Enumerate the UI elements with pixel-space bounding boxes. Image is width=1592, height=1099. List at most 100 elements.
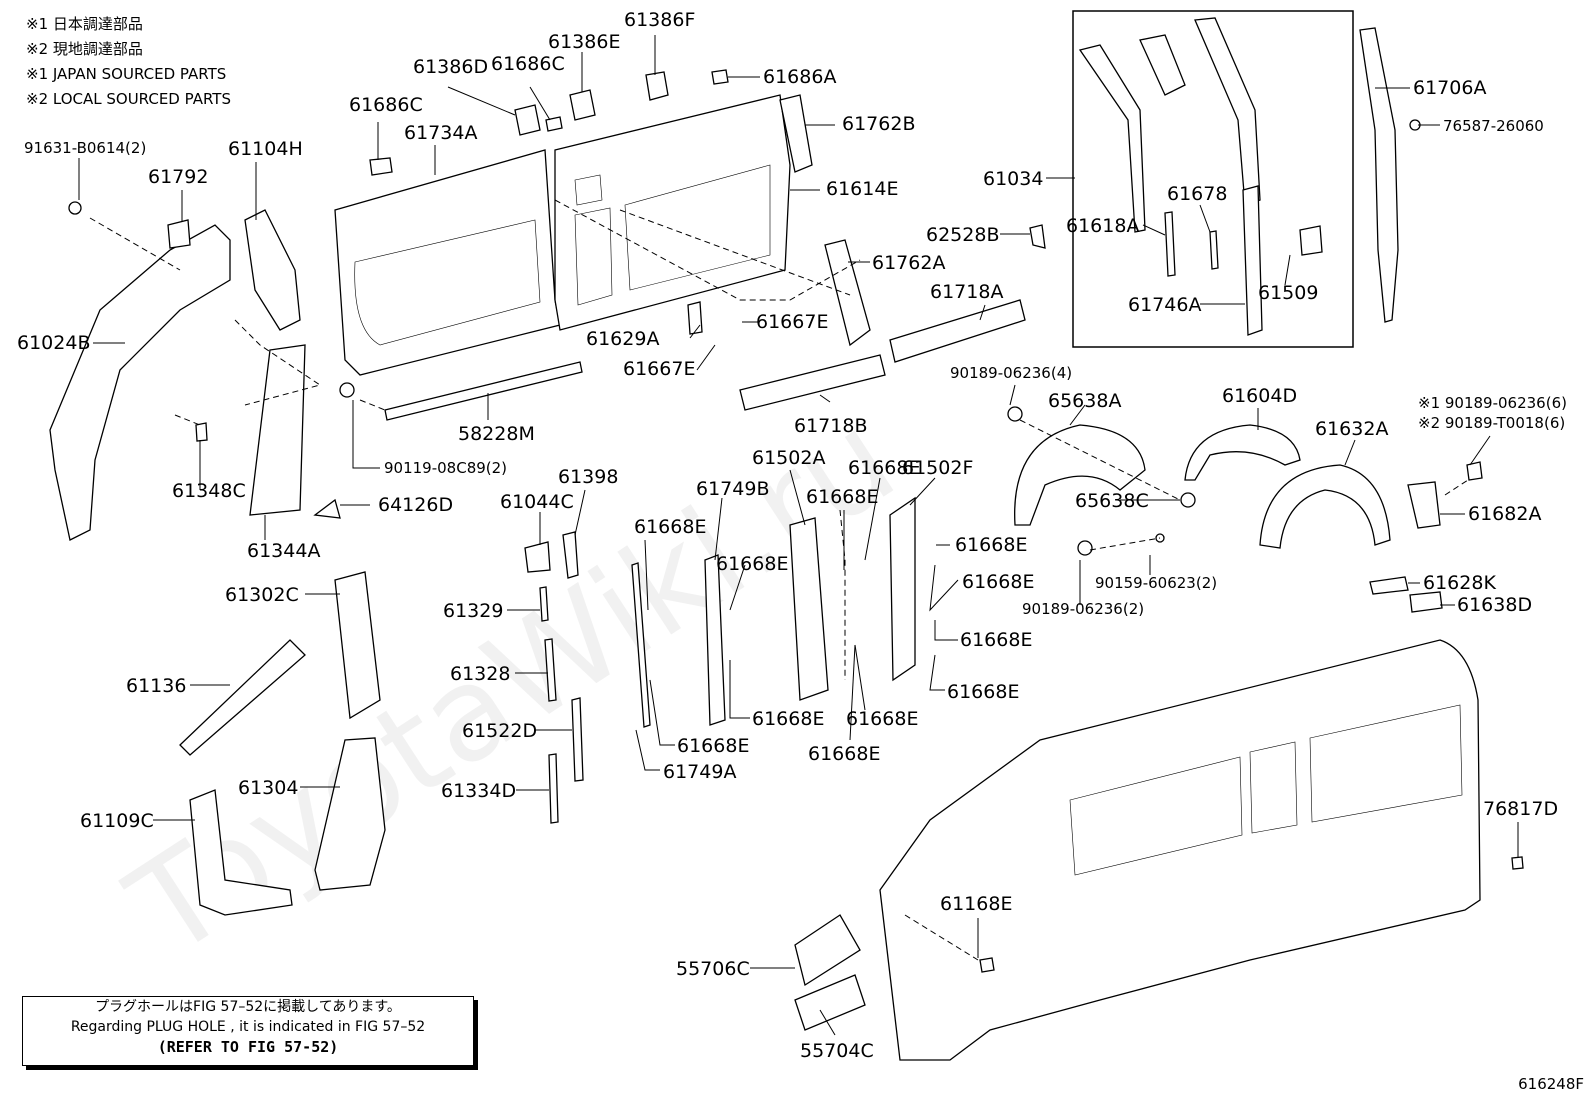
bracket-62528B[interactable] [1029, 224, 1046, 249]
liner-61604D[interactable] [1184, 424, 1301, 481]
label-61348C[interactable]: 61348C [172, 480, 246, 502]
rail-61136[interactable] [179, 639, 306, 756]
label-61668E-f[interactable]: 61668E [962, 571, 1034, 593]
clip-65638C[interactable] [1180, 492, 1196, 508]
strip-61618A[interactable] [1164, 211, 1176, 277]
bracket-61686C[interactable] [369, 157, 393, 176]
label-65638A[interactable]: 65638A [1048, 390, 1121, 412]
label-61668E-b[interactable]: 61668E [806, 486, 878, 508]
clip-90189-4[interactable] [1007, 406, 1023, 422]
label-61386F[interactable]: 61386F [624, 9, 695, 31]
label-61668E-a[interactable]: 61668E [848, 457, 920, 479]
bracket-61678[interactable] [1209, 230, 1219, 270]
label-90189-T0018-6[interactable]: ※2 90189-T0018(6) [1418, 414, 1565, 432]
label-61034[interactable]: 61034 [983, 168, 1043, 190]
bracket-61386F[interactable] [645, 71, 669, 101]
label-61398[interactable]: 61398 [558, 466, 618, 488]
label-61024B[interactable]: 61024B [17, 332, 90, 354]
label-61678[interactable]: 61678 [1167, 183, 1227, 205]
label-61762B[interactable]: 61762B [842, 113, 915, 135]
crossmember-61718A[interactable] [889, 299, 1026, 363]
label-61667E-1[interactable]: 61667E [756, 311, 828, 333]
pillar-61502F[interactable] [889, 496, 916, 682]
panel-61034-b[interactable] [1139, 34, 1186, 96]
bracket-61398[interactable] [562, 531, 579, 579]
label-61734A[interactable]: 61734A [404, 122, 477, 144]
bracket-61044C[interactable] [524, 541, 551, 573]
label-61686A[interactable]: 61686A [763, 66, 836, 88]
pillar-61502A[interactable] [789, 517, 829, 701]
panel-61034-c[interactable] [1194, 17, 1261, 206]
pillar-61104H[interactable] [244, 209, 301, 331]
bracket-61348C[interactable] [195, 422, 208, 442]
label-91631-B0614[interactable]: 91631-B0614(2) [24, 139, 146, 157]
label-58228M[interactable]: 58228M [458, 423, 535, 445]
label-64126D[interactable]: 64126D [378, 494, 453, 516]
crossmember-61718B[interactable] [739, 354, 886, 411]
label-90189-06236-6[interactable]: ※1 90189-06236(6) [1418, 394, 1567, 412]
label-61686C[interactable]: 61686C [349, 94, 423, 116]
label-61749B[interactable]: 61749B [696, 478, 769, 500]
pillar-61749A[interactable] [631, 562, 651, 728]
label-90189-06236-4[interactable]: 90189-06236(4) [950, 364, 1072, 382]
label-61668E-d[interactable]: 61668E [955, 534, 1027, 556]
reference-link[interactable]: (REFER TO FIG 57-52) [157, 1038, 339, 1056]
pillar-61109C[interactable] [189, 789, 293, 916]
pillar-61706A[interactable] [1359, 27, 1399, 323]
label-61618A[interactable]: 61618A [1066, 215, 1139, 237]
bolt-90119[interactable] [339, 382, 355, 398]
label-62528B[interactable]: 62528B [926, 224, 999, 246]
label-61686C-top[interactable]: 61686C [491, 53, 565, 75]
label-61329[interactable]: 61329 [443, 600, 503, 622]
pillar-61304[interactable] [314, 737, 386, 891]
label-61168E[interactable]: 61168E [940, 893, 1012, 915]
side-panel-61734A[interactable] [334, 149, 561, 376]
label-61668E-l[interactable]: 61668E [808, 743, 880, 765]
wheelhouse-65638A[interactable] [1014, 424, 1146, 526]
label-61328[interactable]: 61328 [450, 663, 510, 685]
label-61668E-g[interactable]: 61668E [960, 629, 1032, 651]
label-61522D[interactable]: 61522D [462, 720, 537, 742]
label-61668E-h[interactable]: 61668E [947, 681, 1019, 703]
bracket-61686A[interactable] [711, 69, 729, 85]
label-61629A[interactable]: 61629A [586, 328, 659, 350]
clip-90189-6[interactable] [1466, 461, 1483, 481]
strip-61334D[interactable] [548, 753, 559, 824]
pillar-61746A[interactable] [1242, 185, 1263, 336]
label-61502A[interactable]: 61502A [752, 447, 825, 469]
label-90119-08C89[interactable]: 90119-08C89(2) [384, 459, 507, 477]
label-61718B[interactable]: 61718B [794, 415, 867, 437]
label-61792[interactable]: 61792 [148, 166, 208, 188]
label-76587-26060[interactable]: 76587-26060 [1443, 117, 1544, 135]
strip-61522D[interactable] [571, 697, 584, 782]
label-61682A[interactable]: 61682A [1468, 503, 1541, 525]
panel-61034-a[interactable] [1078, 44, 1146, 233]
quarter-panel-61614E[interactable] [554, 94, 791, 331]
label-61628K[interactable]: 61628K [1423, 572, 1496, 594]
rail-58228M[interactable] [384, 361, 583, 421]
label-61668E-j[interactable]: 61668E [846, 708, 918, 730]
label-61304[interactable]: 61304 [238, 777, 298, 799]
bracket-61509[interactable] [1299, 225, 1323, 256]
label-61604D[interactable]: 61604D [1222, 385, 1297, 407]
bracket-55706C[interactable] [794, 914, 861, 987]
bracket-61386D[interactable] [514, 104, 541, 136]
bracket-55704C[interactable] [794, 974, 866, 1031]
label-61668E-k[interactable]: 61668E [677, 735, 749, 757]
label-61706A[interactable]: 61706A [1413, 77, 1486, 99]
bracket-61682A[interactable] [1407, 481, 1441, 529]
roof-side-rail-61024B[interactable] [49, 224, 231, 541]
label-55704C[interactable]: 55704C [800, 1040, 874, 1062]
label-61302C[interactable]: 61302C [225, 584, 299, 606]
label-61746A[interactable]: 61746A [1128, 294, 1201, 316]
reinforcement-61762A[interactable] [824, 239, 871, 347]
label-61638D[interactable]: 61638D [1457, 594, 1532, 616]
strip-61328[interactable] [544, 638, 557, 702]
bracket-61686C-top[interactable] [545, 116, 563, 132]
pillar-61749B[interactable] [704, 554, 726, 726]
strip-61329[interactable] [539, 586, 549, 622]
bracket-61638D[interactable] [1409, 591, 1443, 613]
label-61136[interactable]: 61136 [126, 675, 186, 697]
label-61334D[interactable]: 61334D [441, 780, 516, 802]
label-61667E-2[interactable]: 61667E [623, 358, 695, 380]
